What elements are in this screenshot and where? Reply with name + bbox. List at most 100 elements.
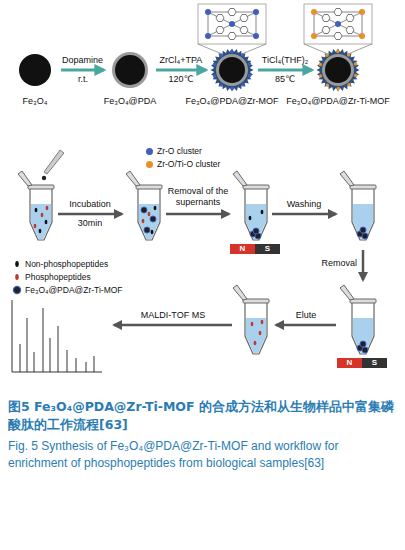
tube-magnetic-separation bbox=[230, 244, 255, 254]
tube-incubation bbox=[41, 213, 44, 217]
step-label: MALDI-TOF MS bbox=[141, 310, 205, 321]
tube-washed bbox=[340, 171, 376, 240]
cluster-dot bbox=[241, 83, 244, 86]
tube-dispersed bbox=[148, 212, 151, 216]
legend-text: Zr-O/Ti-O cluster bbox=[157, 159, 220, 169]
cluster-dot bbox=[213, 63, 216, 66]
tube-incubation bbox=[18, 171, 54, 240]
step-label: 30min bbox=[78, 218, 103, 229]
reagent-label: ZrCl₄+TPA bbox=[160, 55, 203, 66]
cluster-dot bbox=[336, 50, 339, 53]
magnet-pole: N bbox=[240, 244, 246, 254]
step-label: Incubation bbox=[69, 199, 111, 210]
tube-incubation bbox=[39, 229, 42, 233]
step-label: Removal bbox=[321, 258, 357, 269]
legend-swatch bbox=[146, 161, 153, 168]
cluster-dot bbox=[354, 74, 357, 77]
mof-structure-zoom bbox=[198, 4, 266, 44]
reaction-arrow bbox=[156, 69, 206, 72]
magnet-pole: S bbox=[265, 244, 270, 254]
cluster-dot bbox=[248, 62, 251, 65]
workflow-arrows bbox=[114, 324, 232, 327]
cluster-dot bbox=[354, 62, 357, 65]
tube-incubation bbox=[18, 150, 64, 240]
tube-dispersed bbox=[142, 219, 145, 223]
legend-entry: Zr-O/Ti-O cluster bbox=[146, 159, 220, 169]
legend-text: Zr-O cluster bbox=[157, 146, 202, 156]
legend-entry: Fe₃O₄@PDA@Zr-Ti-MOF bbox=[12, 285, 123, 295]
magnetic-core bbox=[19, 54, 51, 86]
reaction-arrow bbox=[61, 69, 104, 72]
figure-caption: 图5 Fe₃O₄@PDA@Zr-Ti-MOF 的合成方法和从生物样品中富集磷酸肽… bbox=[8, 398, 397, 434]
condition-label: 120℃ bbox=[168, 74, 193, 85]
legend-text: Phosphopeptides bbox=[25, 272, 91, 282]
magnetic-core bbox=[325, 57, 351, 83]
legend-symbol bbox=[12, 285, 22, 295]
particle-label: Fe₃O₄@PDA@Zr-Ti-MOF bbox=[286, 96, 389, 107]
particle-node: Fe₃O₄@PDA@Zr-Ti-MOF bbox=[316, 48, 360, 92]
magnetic-core bbox=[115, 55, 145, 85]
tube-dispersed bbox=[126, 171, 162, 240]
particle-node: Fe₃O₄@PDA@Zr-MOF bbox=[210, 48, 254, 92]
tube-magnetic-separation bbox=[233, 171, 269, 240]
tube-eluate bbox=[251, 322, 254, 326]
condition-label: r.t. bbox=[78, 74, 88, 85]
tube-dispersed bbox=[141, 207, 147, 213]
legend-symbol bbox=[15, 274, 19, 280]
mof-structure-zoom bbox=[359, 33, 365, 39]
mass-spectrum bbox=[20, 308, 94, 372]
tube-removal bbox=[340, 285, 376, 354]
cluster-dot bbox=[220, 83, 223, 86]
particle-label: Fe₃O₄@PDA bbox=[104, 96, 156, 107]
legend-text: Non-phosphopeptides bbox=[25, 259, 108, 269]
tube-incubation bbox=[44, 150, 64, 174]
tube-removal bbox=[337, 285, 387, 368]
pda-shell bbox=[216, 54, 248, 86]
tube-dispersed bbox=[126, 171, 162, 240]
particle-node: Fe₃O₄@PDA bbox=[108, 48, 152, 92]
mof-structure-zoom bbox=[359, 9, 365, 15]
tube-eluate bbox=[233, 285, 269, 354]
particle-label: Fe₃O₄@PDA@Zr-MOF bbox=[185, 96, 278, 107]
cluster-dot bbox=[248, 74, 251, 77]
tube-magnetic-separation bbox=[230, 171, 280, 254]
tube-eluate bbox=[261, 320, 264, 324]
cluster-dot bbox=[326, 83, 329, 86]
cluster-dot bbox=[337, 87, 340, 90]
cluster-dot bbox=[241, 53, 244, 56]
mof-structure-zoom bbox=[253, 9, 259, 15]
tube-removal bbox=[362, 347, 368, 353]
tube-incubation bbox=[42, 176, 46, 180]
mof-structure-zoom bbox=[304, 4, 372, 44]
tube-removal bbox=[360, 341, 366, 347]
tube-eluate bbox=[259, 331, 262, 335]
magnet-pole: S bbox=[372, 358, 377, 368]
tube-incubation bbox=[46, 206, 49, 210]
mof-structure-zoom bbox=[205, 33, 211, 39]
tube-washed bbox=[362, 233, 368, 239]
legend-entry: Non-phosphopeptides bbox=[12, 259, 108, 269]
legend-symbol bbox=[12, 259, 22, 269]
workflow-arrows bbox=[272, 213, 336, 216]
step-label: Removal of the supernants bbox=[161, 186, 235, 208]
particle-label: Fe₃O₄ bbox=[23, 96, 48, 107]
workflow-arrows bbox=[362, 250, 365, 280]
tube-incubation bbox=[35, 208, 38, 212]
reagent-label: TiCl₄(THF)₂ bbox=[262, 55, 308, 66]
cluster-dot bbox=[319, 63, 322, 66]
tube-incubation bbox=[45, 220, 48, 224]
tube-magnetic-separation bbox=[253, 228, 259, 234]
reaction-arrow bbox=[258, 69, 312, 72]
mass-spectrum bbox=[12, 300, 102, 372]
mof-structure-zoom bbox=[311, 9, 317, 15]
cluster-dot bbox=[231, 87, 234, 90]
tube-dispersed bbox=[151, 230, 154, 234]
particle-shape bbox=[316, 48, 360, 92]
mof-structure-zoom bbox=[205, 9, 211, 15]
pda-shell bbox=[112, 52, 148, 88]
mof-structure-zoom bbox=[253, 33, 259, 39]
tube-removal bbox=[337, 358, 362, 368]
particle-shape bbox=[13, 48, 57, 92]
workflow-arrows bbox=[276, 324, 336, 327]
